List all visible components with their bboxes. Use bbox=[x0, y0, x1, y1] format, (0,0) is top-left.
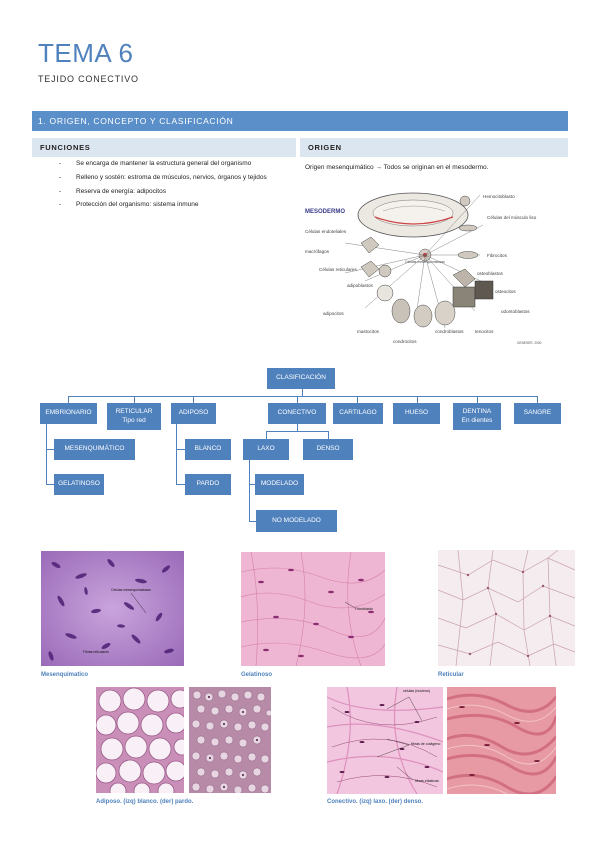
micrograph-adiposo-pardo bbox=[189, 687, 271, 793]
figure-label: adipocitos bbox=[323, 311, 344, 316]
mesoderm-derivatives-figure: MESODERMO Hemocitoblasto Células del mús… bbox=[305, 183, 550, 348]
page-title: TEMA 6 bbox=[38, 38, 134, 68]
figure-label: Células endoteliales bbox=[305, 229, 347, 234]
section-heading: 1. ORIGEN, CONCEPTO Y CLASIFICACIÓN bbox=[32, 111, 568, 131]
figure-label: mastocitos bbox=[357, 329, 380, 334]
funciones-list: Se encarga de mantener la estructura gen… bbox=[50, 160, 298, 215]
figure-credit: GENESER, 2000 bbox=[517, 341, 542, 345]
origen-text: Origen mesenquimático → Todos se origina… bbox=[305, 164, 489, 171]
figure-label: osteoblastos bbox=[477, 271, 503, 276]
node-cartilago: CARTILAGO bbox=[333, 403, 383, 424]
node-clasificacion: CLASIFICACIÓN bbox=[267, 368, 335, 389]
caption-reticular: Reticular bbox=[438, 672, 464, 678]
node-modelado: MODELADO bbox=[255, 474, 304, 495]
figure-label: condrocitos bbox=[393, 339, 417, 344]
micrograph-label: Fibroblasto bbox=[355, 607, 373, 611]
micrograph-mesenquimatico: Células mesenquimatosas Fibras reticular… bbox=[41, 551, 184, 666]
node-dentina-label: DENTINA bbox=[462, 408, 492, 416]
page-subtitle: TEJIDO CONECTIVO bbox=[38, 74, 139, 84]
caption-gelatinoso: Gelatinoso bbox=[241, 672, 273, 678]
micrograph-adiposo-blanco bbox=[96, 687, 184, 793]
list-item: Relleno y sostén: estroma de músculos, n… bbox=[50, 174, 298, 183]
node-dentina-sublabel: En dientes bbox=[461, 416, 493, 424]
figure-label: Fibrocitos bbox=[487, 253, 508, 258]
node-gelatinoso: GELATINOSO bbox=[54, 474, 104, 495]
node-reticular: RETICULAR Tipo red bbox=[107, 403, 161, 430]
figure-label: osteocitos bbox=[495, 289, 516, 294]
micrograph-reticular bbox=[438, 550, 575, 666]
figure-label: Células del músculo liso bbox=[487, 215, 537, 220]
node-reticular-label: RETICULAR bbox=[115, 408, 153, 416]
micrograph-conectivo-denso bbox=[447, 687, 556, 794]
figure-label: MESODERMO bbox=[305, 209, 345, 215]
node-no-modelado: NO MODELADO bbox=[256, 510, 337, 532]
node-adiposo: ADIPOSO bbox=[171, 403, 216, 424]
node-laxo: LAXO bbox=[243, 439, 289, 460]
figure-label: odontoblastos bbox=[501, 309, 530, 314]
caption-mesenquimatico: Mesenquimatico bbox=[41, 672, 89, 678]
node-blanco: BLANCO bbox=[185, 439, 231, 460]
micrograph-label: fibras elásticas bbox=[415, 779, 439, 783]
list-item: Protección del organismo: sistema inmune bbox=[50, 201, 298, 210]
node-sangre: SANGRE bbox=[514, 403, 561, 424]
node-reticular-sublabel: Tipo red bbox=[122, 416, 146, 424]
figure-label: condroblastos bbox=[435, 329, 464, 334]
micrograph-label: Células mesenquimatosas bbox=[111, 588, 151, 592]
list-item: Reserva de energía: adipocitos bbox=[50, 188, 298, 197]
node-pardo: PARDO bbox=[185, 474, 231, 495]
figure-label: Hemocitoblasto bbox=[483, 194, 515, 199]
funciones-heading: FUNCIONES bbox=[32, 138, 296, 157]
figure-label: tenocitos bbox=[475, 329, 494, 334]
node-conectivo: CONECTIVO bbox=[268, 403, 326, 424]
node-mesenquimatico: MESENQUIMÁTICO bbox=[54, 439, 135, 460]
node-embrionario: EMBRIONARIO bbox=[40, 403, 97, 424]
micrograph-label: células (núcleos) bbox=[403, 689, 430, 693]
node-hueso: HUESO bbox=[393, 403, 440, 424]
origen-heading: ORIGEN bbox=[300, 138, 568, 157]
micrograph-label: fibras de colágeno bbox=[411, 742, 440, 746]
list-item: Se encarga de mantener la estructura gen… bbox=[50, 160, 298, 169]
caption-conectivo: Conectivo. (izq) laxo. (der) denso. bbox=[327, 799, 424, 805]
caption-adiposo: Adiposo. (izq) blanco. (der) pardo. bbox=[96, 799, 194, 805]
node-dentina: DENTINA En dientes bbox=[453, 403, 501, 430]
micrograph-conectivo-laxo: células (núcleos) fibras de colágeno fib… bbox=[327, 687, 443, 794]
figure-label: Células reticulares bbox=[319, 267, 357, 272]
figure-label: Células mesenquimatosas bbox=[405, 260, 445, 264]
micrograph-label: Fibras reticulares bbox=[83, 650, 109, 654]
micrograph-gelatinoso: Fibroblasto bbox=[241, 552, 385, 666]
figure-label: macrófagos bbox=[305, 249, 330, 254]
node-denso: DENSO bbox=[303, 439, 353, 460]
figure-label: adipoblastos bbox=[347, 283, 373, 288]
